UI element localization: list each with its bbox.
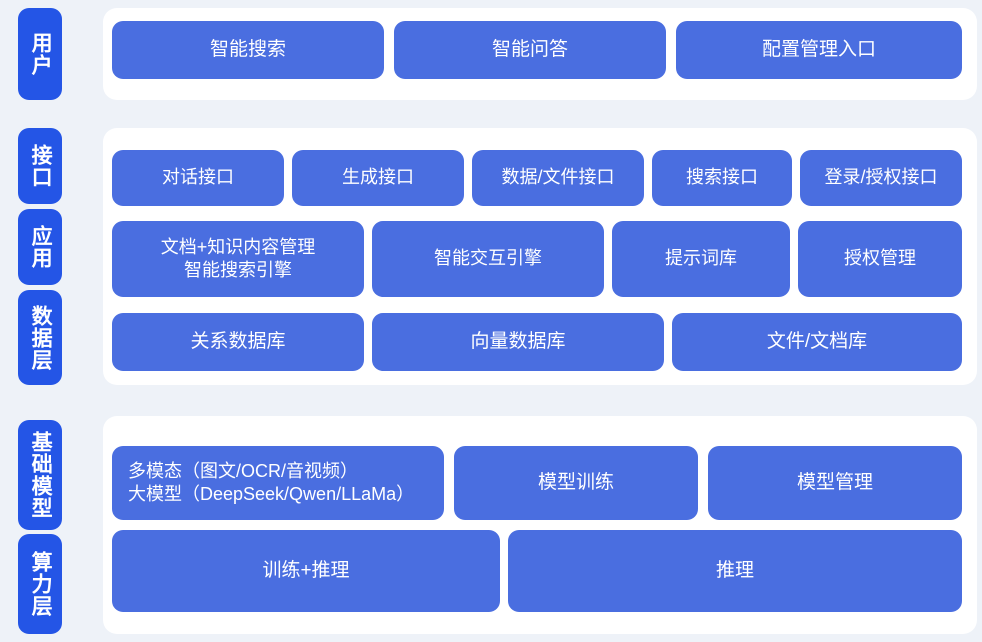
block-interface-generation-api[interactable]: 生成接口 xyxy=(292,150,464,206)
block-data-file-doc-store[interactable]: 文件/文档库 xyxy=(672,313,962,371)
block-user-config-entry[interactable]: 配置管理入口 xyxy=(676,21,962,79)
stage-tab-user-label: 用户 xyxy=(29,32,53,76)
block-user-smart-search[interactable]: 智能搜索 xyxy=(112,21,384,79)
stage-tab-application[interactable]: 应用 xyxy=(18,209,62,285)
block-application-auth-management[interactable]: 授权管理 xyxy=(798,221,962,297)
block-interface-data-file-api[interactable]: 数据/文件接口 xyxy=(472,150,644,206)
block-interface-dialog-api[interactable]: 对话接口 xyxy=(112,150,284,206)
block-model-training[interactable]: 模型训练 xyxy=(454,446,698,520)
block-model-management[interactable]: 模型管理 xyxy=(708,446,962,520)
stage-tab-user[interactable]: 用户 xyxy=(18,8,62,100)
stage-tab-data[interactable]: 数据层 xyxy=(18,290,62,385)
block-application-interaction-engine[interactable]: 智能交互引擎 xyxy=(372,221,604,297)
block-application-prompt-library[interactable]: 提示词库 xyxy=(612,221,790,297)
stage-tab-foundation-model[interactable]: 基础模型 xyxy=(18,420,62,530)
block-application-doc-knowledge-mgmt[interactable]: 文档+知识内容管理 智能搜索引擎 xyxy=(112,221,364,297)
block-user-smart-qa[interactable]: 智能问答 xyxy=(394,21,666,79)
stage-tab-interface-label: 接口 xyxy=(29,144,53,188)
stage-tab-application-label: 应用 xyxy=(29,225,53,269)
block-data-vector-db[interactable]: 向量数据库 xyxy=(372,313,664,371)
block-interface-search-api[interactable]: 搜索接口 xyxy=(652,150,792,206)
block-interface-login-auth-api[interactable]: 登录/授权接口 xyxy=(800,150,962,206)
block-compute-train-infer[interactable]: 训练+推理 xyxy=(112,530,500,612)
stage-tab-interface[interactable]: 接口 xyxy=(18,128,62,204)
stage-tab-foundation-model-label: 基础模型 xyxy=(29,431,53,519)
block-data-relational-db[interactable]: 关系数据库 xyxy=(112,313,364,371)
stage-tab-compute[interactable]: 算力层 xyxy=(18,534,62,634)
block-compute-infer[interactable]: 推理 xyxy=(508,530,962,612)
stage-tab-compute-label: 算力层 xyxy=(29,551,53,617)
block-model-multimodal-llm[interactable]: 多模态（图文/OCR/音视频） 大模型（DeepSeek/Qwen/LLaMa） xyxy=(112,446,444,520)
stage-tab-data-label: 数据层 xyxy=(29,304,53,371)
